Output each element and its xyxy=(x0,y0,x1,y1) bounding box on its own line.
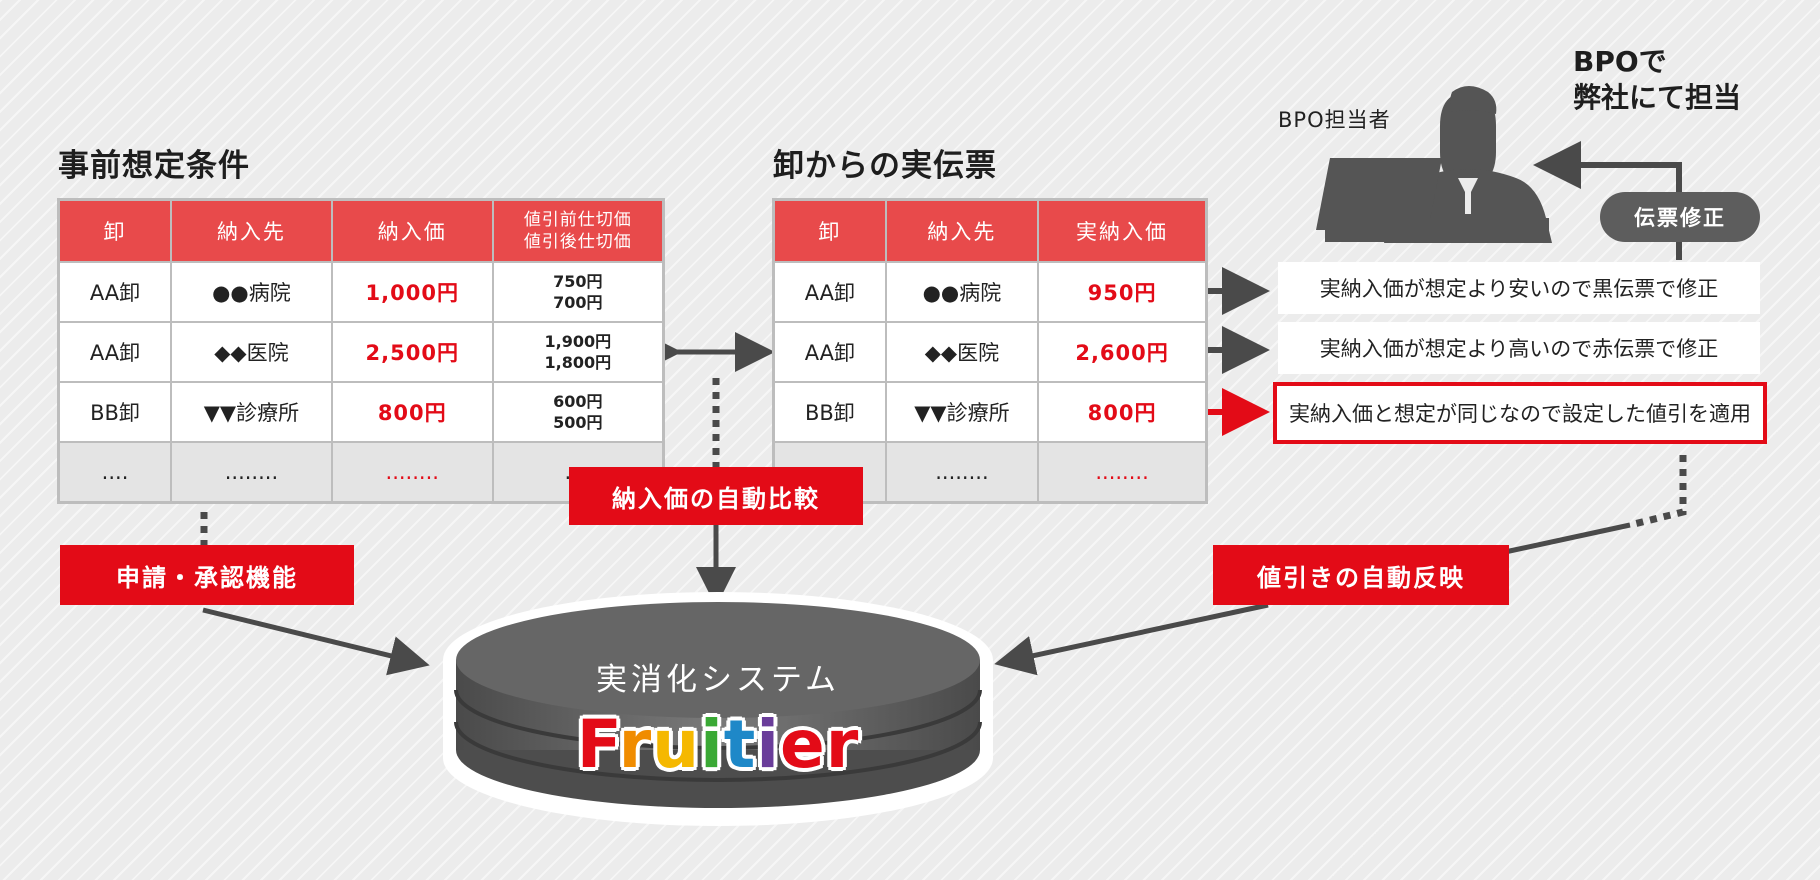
approval-to-system-arrow xyxy=(202,607,430,676)
header-partition-price: 値引前仕切価値引後仕切価 xyxy=(491,198,665,263)
cell-wholesaler: .... xyxy=(57,441,173,504)
auto-compare-label: 納入価の自動比較 xyxy=(569,467,863,525)
slip-correction-pill: 伝票修正 xyxy=(1600,192,1760,242)
logo-letter: r xyxy=(825,706,860,783)
logo-letter: r xyxy=(618,706,653,783)
table-header-row: 卸 納入先 納入価 値引前仕切価値引後仕切価 xyxy=(57,198,665,263)
logo-letter: i xyxy=(756,706,780,783)
table-row: AA卸 ◆◆医院 2,600円 xyxy=(772,321,1208,383)
note-same-price: 実納入価と想定が同じなので設定した値引を適用 xyxy=(1273,382,1767,444)
table-row: .... ........ ........ .... xyxy=(57,441,665,504)
fruitier-logo: Fruitier xyxy=(518,706,918,783)
cell-price: 2,500円 xyxy=(330,321,494,383)
table-header-row: 卸 納入先 実納入価 xyxy=(772,198,1208,263)
discount-dotted-line xyxy=(1629,455,1687,529)
cell-destination: ◆◆医院 xyxy=(884,321,1040,383)
cell-price: ........ xyxy=(330,441,494,504)
bpo-caption-line1: BPOで xyxy=(1573,45,1667,78)
bpo-caption: BPOで 弊社にて担当 xyxy=(1573,44,1741,116)
cell-price: 800円 xyxy=(330,381,494,443)
header-wholesaler: 卸 xyxy=(57,198,173,263)
cell-wholesaler: AA卸 xyxy=(57,261,173,323)
logo-letter: t xyxy=(723,706,757,783)
note-black-slip: 実納入価が想定より安いので黒伝票で修正 xyxy=(1278,262,1760,314)
system-database-icon xyxy=(443,592,993,826)
cell-wholesaler: AA卸 xyxy=(57,321,173,383)
cell-destination: ◆◆医院 xyxy=(170,321,333,383)
cell-wholesaler: AA卸 xyxy=(772,261,887,323)
bpo-person-icon xyxy=(1316,86,1552,243)
logo-letter: e xyxy=(779,706,826,783)
approval-function-label: 申請・承認機能 xyxy=(60,545,354,605)
cell-price: 950円 xyxy=(1037,261,1208,323)
bpo-caption-line2: 弊社にて担当 xyxy=(1573,81,1742,114)
logo-letter: F xyxy=(576,706,619,783)
table-row: AA卸 ●●病院 950円 xyxy=(772,261,1208,323)
header-wholesaler: 卸 xyxy=(772,198,887,263)
cell-price: ........ xyxy=(1037,441,1208,504)
cell-destination: ▼▼診療所 xyxy=(170,381,333,443)
header-price: 納入価 xyxy=(330,198,494,263)
bpo-person-label: BPO担当者 xyxy=(1278,108,1391,132)
left-section-title: 事前想定条件 xyxy=(58,148,250,184)
system-name: 実消化システム xyxy=(595,662,841,698)
cell-wholesaler: BB卸 xyxy=(57,381,173,443)
expected-conditions-table: 卸 納入先 納入価 値引前仕切価値引後仕切価 AA卸 ●●病院 1,000円 7… xyxy=(57,198,665,504)
table-row: BB卸 ▼▼診療所 800円 xyxy=(772,381,1208,443)
logo-letter: u xyxy=(652,706,701,783)
cell-price: 800円 xyxy=(1037,381,1208,443)
note-red-slip: 実納入価が想定より高いので赤伝票で修正 xyxy=(1278,322,1760,374)
right-section-title: 卸からの実伝票 xyxy=(773,148,997,184)
cell-destination: ▼▼診療所 xyxy=(884,381,1040,443)
actual-slips-table: 卸 納入先 実納入価 AA卸 ●●病院 950円 AA卸 ◆◆医院 2,600円… xyxy=(772,198,1208,504)
cell-wholesaler: BB卸 xyxy=(772,381,887,443)
cell-price: 1,000円 xyxy=(330,261,494,323)
discount-connector xyxy=(1504,522,1631,555)
logo-letter: i xyxy=(700,706,724,783)
cell-destination: ........ xyxy=(170,441,333,504)
cell-price: 2,600円 xyxy=(1037,321,1208,383)
header-actual-price: 実納入価 xyxy=(1037,198,1208,263)
header-destination: 納入先 xyxy=(884,198,1040,263)
cell-destination: ........ xyxy=(884,441,1040,504)
cell-destination: ●●病院 xyxy=(884,261,1040,323)
discount-to-system-arrow xyxy=(994,602,1269,676)
auto-discount-label: 値引きの自動反映 xyxy=(1213,545,1509,605)
header-destination: 納入先 xyxy=(170,198,333,263)
cell-destination: ●●病院 xyxy=(170,261,333,323)
cell-wholesaler: AA卸 xyxy=(772,321,887,383)
